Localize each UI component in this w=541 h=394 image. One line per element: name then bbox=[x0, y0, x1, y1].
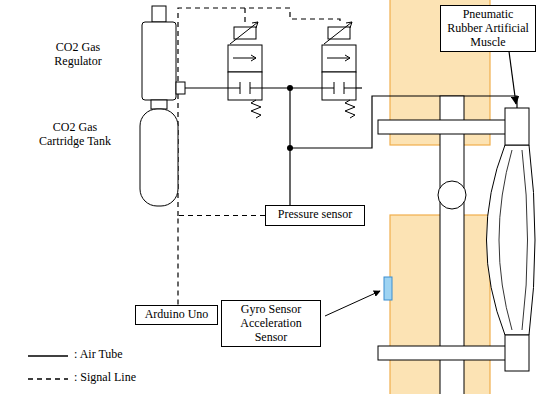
regulator-outlet bbox=[176, 82, 185, 94]
regulator-cap bbox=[152, 6, 166, 22]
tube-junction bbox=[287, 85, 293, 91]
node-text: Pressure sensor bbox=[269, 208, 361, 222]
signal-line bbox=[178, 8, 340, 216]
legend-sample bbox=[28, 378, 68, 379]
controller-box: Arduino Uno bbox=[135, 305, 218, 325]
signal-line bbox=[178, 216, 265, 306]
gas-regulator bbox=[142, 22, 176, 100]
node-text: Pneumatic Rubber Artificial Muscle bbox=[444, 8, 532, 49]
tank-neck bbox=[151, 100, 167, 109]
part-label: CO2 Gas Cartridge Tank bbox=[30, 120, 120, 149]
node-text: Arduino Uno bbox=[139, 308, 214, 322]
part-label: CO2 Gas Regulator bbox=[36, 40, 120, 69]
node-text: Gyro Sensor Acceleration Sensor bbox=[225, 303, 317, 344]
imu-sensor bbox=[384, 277, 392, 300]
joint bbox=[438, 181, 466, 209]
legend-sample bbox=[28, 355, 68, 356]
air-tube bbox=[185, 88, 517, 205]
sensor-box: Gyro Sensor Acceleration Sensor bbox=[221, 300, 321, 347]
upper-bar bbox=[378, 120, 525, 134]
tube-junction bbox=[287, 145, 293, 151]
legend-text: : Air Tube bbox=[74, 347, 123, 361]
gas-tank bbox=[140, 109, 178, 206]
pointer-arrow bbox=[325, 291, 380, 316]
legend-text: : Signal Line bbox=[74, 370, 136, 384]
muscle-fitting bbox=[505, 108, 529, 145]
lower-bar bbox=[378, 346, 525, 360]
sensor-box: Pressure sensor bbox=[265, 205, 365, 226]
muscle-fitting bbox=[505, 335, 529, 371]
muscle-fibre bbox=[499, 150, 528, 330]
rubber-muscle bbox=[487, 145, 536, 335]
solenoid-valve bbox=[322, 22, 356, 118]
solenoid-valve bbox=[228, 22, 262, 118]
label-box: Pneumatic Rubber Artificial Muscle bbox=[440, 5, 536, 52]
pointer-arrow bbox=[508, 44, 516, 104]
